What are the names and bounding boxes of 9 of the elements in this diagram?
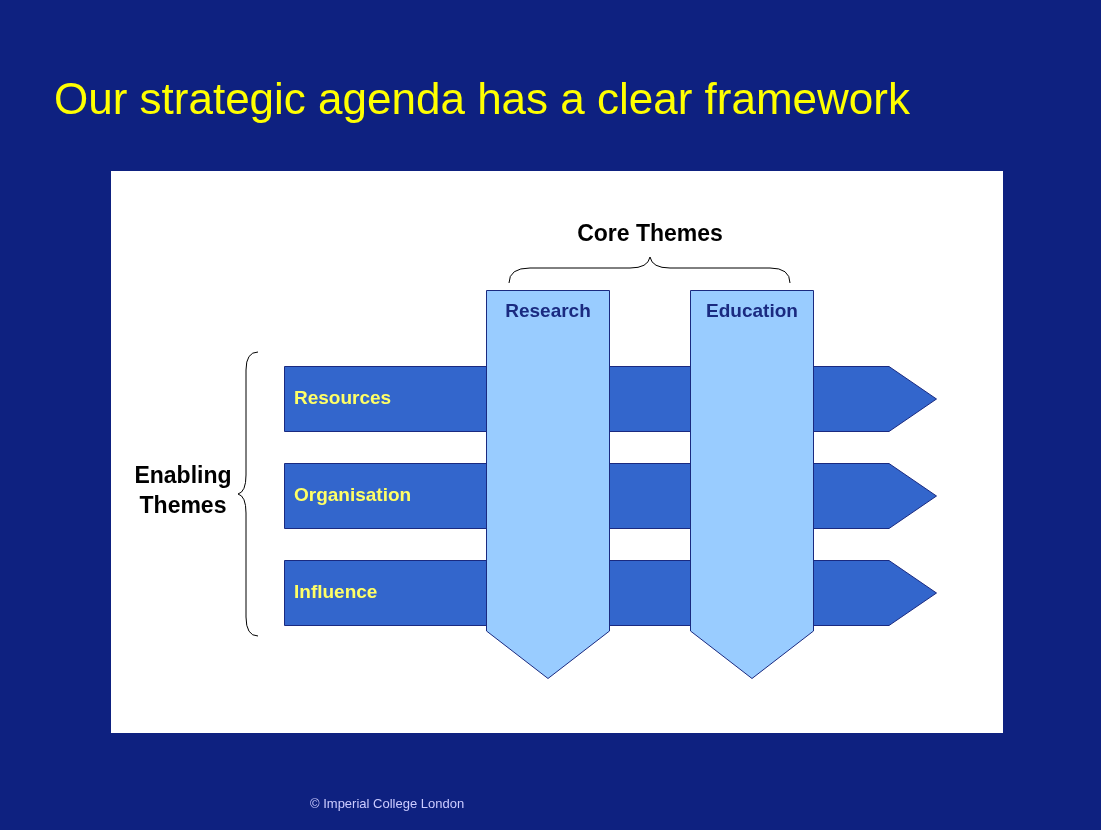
slide-title: Our strategic agenda has a clear framework	[54, 74, 910, 124]
theme-label: Organisation	[294, 484, 412, 506]
theme-label: Research	[504, 300, 592, 322]
theme-label: Education	[705, 300, 799, 322]
group-heading: Core Themes	[576, 220, 724, 247]
copyright-notice: © Imperial College London	[310, 796, 465, 811]
group-heading: Enabling Themes	[133, 461, 233, 520]
theme-label: Resources	[294, 387, 392, 409]
theme-label: Influence	[294, 581, 378, 603]
